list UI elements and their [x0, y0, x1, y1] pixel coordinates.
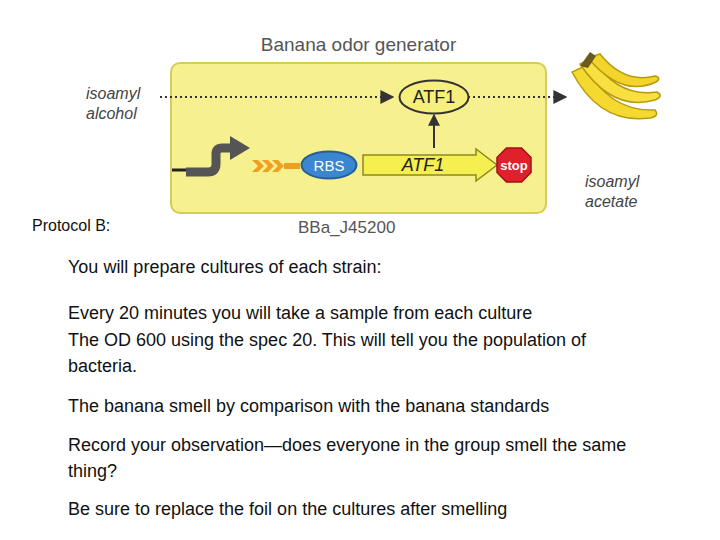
protocol-step: The OD 600 using the spec 20. This will …	[68, 327, 634, 379]
terminator-symbol: stop	[496, 147, 532, 183]
gene-arrow: ATF1	[362, 148, 498, 182]
banana	[588, 54, 659, 87]
banana	[572, 66, 657, 119]
protocol-step: Be sure to replace the foil on the cultu…	[68, 496, 668, 522]
node-label: stop	[496, 147, 532, 183]
molecule-name: isoamyl acetate	[585, 172, 665, 212]
protocol-step: Every 20 minutes you will take a sample …	[68, 300, 668, 326]
node-label: ATF1	[398, 79, 470, 115]
banana	[580, 58, 660, 102]
cell-heading: Banana odor generator	[170, 34, 547, 56]
banana-picture	[572, 52, 660, 119]
protocol-step: You will prepare cultures of each strain…	[68, 254, 668, 280]
molecule-name: isoamyl alcohol	[86, 84, 166, 124]
cell-body	[170, 62, 547, 214]
protocol-step: The banana smell by comparison with the …	[68, 393, 668, 419]
protocol-heading: Protocol B:	[32, 216, 232, 236]
protocol-step: Record your observation—does everyone in…	[68, 432, 628, 484]
cell-box: Banana odor generatorATF1RBSATF1stop	[170, 34, 547, 214]
gene-outline	[363, 149, 497, 181]
ellipse-node: RBS	[300, 150, 358, 180]
octagon-outline	[497, 148, 531, 182]
part-id: BBa_J45200	[298, 218, 428, 238]
banana-stem	[580, 52, 596, 68]
node-label: RBS	[300, 150, 358, 180]
node-label: ATF1	[362, 148, 498, 182]
ellipse-node: ATF1	[398, 79, 470, 115]
